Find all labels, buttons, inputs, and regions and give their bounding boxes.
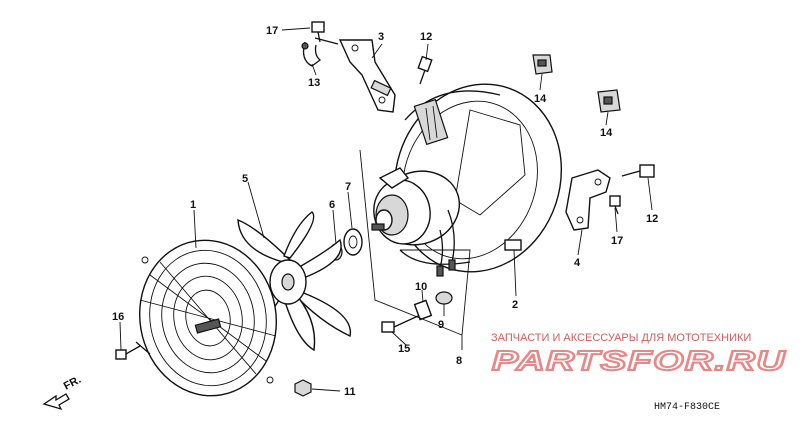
front-direction-indicator: FR. — [42, 374, 83, 411]
callout-15: 15 — [398, 343, 410, 355]
washer-7 — [343, 228, 363, 256]
fan-guard — [135, 239, 278, 397]
callout-12-right: 12 — [646, 213, 658, 225]
collar-10 — [413, 299, 433, 321]
grommet-14-b — [597, 89, 621, 113]
callout-7: 7 — [345, 181, 351, 193]
watermark-brand: PARTSFOR.RU — [492, 345, 786, 376]
diagram-code: HM74-F830CE — [654, 402, 720, 413]
bolt-15 — [381, 315, 419, 333]
screw-17-right — [609, 195, 621, 215]
bolt-12-top — [417, 55, 433, 85]
screw-16 — [115, 345, 141, 360]
callout-4: 4 — [574, 257, 581, 269]
clamp-13 — [301, 37, 339, 67]
callout-5: 5 — [242, 173, 248, 185]
callout-13: 13 — [308, 77, 320, 89]
callout-2: 2 — [512, 299, 518, 311]
fan-motor — [371, 167, 461, 277]
grommet-14-a — [532, 54, 553, 75]
grommet-9 — [435, 291, 453, 305]
callout-17-right: 17 — [611, 235, 623, 247]
leader-lines — [119, 27, 653, 392]
callout-8: 8 — [456, 355, 462, 367]
direction-label: FR. — [62, 374, 83, 393]
callout-10: 10 — [415, 281, 427, 293]
callout-1: 1 — [190, 199, 196, 211]
callout-16: 16 — [112, 311, 124, 323]
callout-labels: 17 13 3 12 14 14 12 17 4 2 7 6 5 1 16 11… — [112, 25, 658, 398]
bracket-upper — [338, 39, 396, 113]
callout-6: 6 — [329, 199, 335, 211]
nut-11 — [294, 379, 312, 397]
callout-12-top: 12 — [420, 31, 432, 43]
callout-17-top: 17 — [266, 25, 278, 37]
screw-17-top — [311, 21, 325, 43]
callout-9: 9 — [438, 319, 444, 331]
watermark: ЗАПЧАСТИ И АКСЕССУАРЫ ДЛЯ МОТОТЕХНИКИ PA… — [491, 332, 786, 377]
callout-3: 3 — [378, 31, 384, 43]
bolt-12-right — [621, 164, 655, 178]
direction-arrow-icon — [42, 393, 70, 411]
callout-14-a: 14 — [534, 93, 547, 105]
callout-14-b: 14 — [600, 127, 613, 139]
callout-11: 11 — [344, 386, 356, 398]
watermark-tagline: ЗАПЧАСТИ И АКСЕССУАРЫ ДЛЯ МОТОТЕХНИКИ — [491, 332, 751, 344]
bracket-right — [565, 169, 611, 231]
